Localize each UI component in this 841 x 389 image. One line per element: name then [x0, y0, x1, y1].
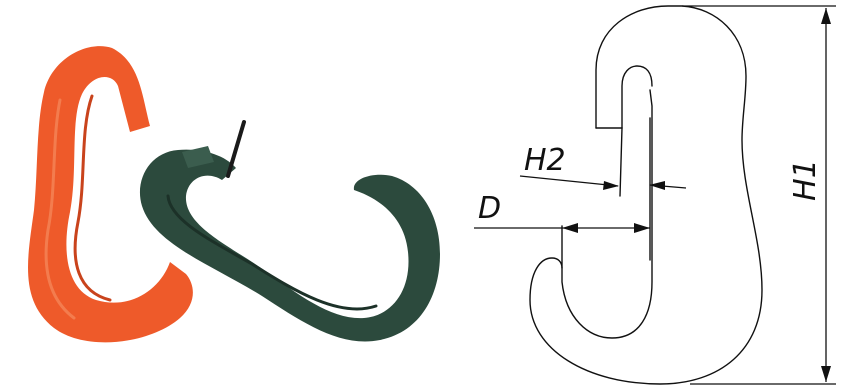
hook-gap-edge — [619, 127, 623, 197]
dimension-h2: H2 — [519, 143, 687, 190]
green-hook-body — [139, 149, 440, 342]
hook-drawing: H1 H2 D — [474, 5, 836, 385]
green-hook-spring-pin — [226, 120, 246, 178]
label-h1: H1 — [788, 159, 823, 201]
orange-hook-body — [28, 46, 193, 343]
green-hook — [139, 120, 440, 342]
label-d: D — [478, 191, 501, 226]
dimension-d: D — [474, 191, 650, 233]
orange-hook-highlight — [44, 98, 76, 320]
hook-photo — [28, 46, 440, 343]
hook-outline — [529, 5, 763, 385]
dimension-h1: H1 — [682, 5, 836, 385]
hook-inner-slot — [621, 65, 653, 129]
green-hook-latch — [182, 146, 214, 168]
orange-hook — [28, 46, 193, 343]
green-hook-groove — [166, 194, 378, 311]
label-h2: H2 — [524, 143, 566, 178]
orange-hook-groove — [73, 94, 112, 302]
